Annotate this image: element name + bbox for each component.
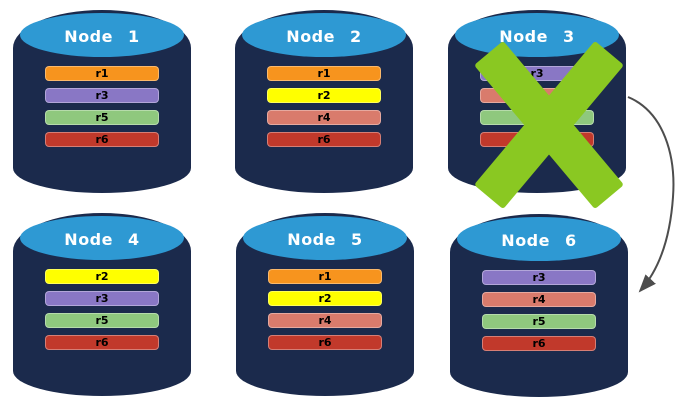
replica-label: r2 (95, 270, 109, 283)
node-title: Node 4 (64, 229, 140, 249)
replica-label: r6 (317, 133, 331, 146)
database-cylinder-top: Node 1 (20, 13, 184, 57)
replica-list: r1 r2 r4 r6 (268, 269, 382, 350)
replica-bar: r6 (268, 335, 382, 350)
replica-bar: r6 (45, 335, 159, 350)
replica-bar: r5 (45, 313, 159, 328)
replica-bar: r4 (482, 292, 596, 307)
replica-label: r1 (95, 67, 109, 80)
node-6: Node 6 r3 r4 r5 r6 (450, 214, 628, 397)
replica-bar: r3 (482, 270, 596, 285)
replica-label: r6 (318, 336, 332, 349)
replica-bar: r5 (482, 314, 596, 329)
node-title: Node 6 (501, 230, 577, 250)
replica-list: r3 r4 r5 r6 (482, 270, 596, 351)
replica-bar: r4 (267, 110, 381, 125)
replica-bar: r1 (268, 269, 382, 284)
replica-label: r2 (318, 292, 332, 305)
node-2: Node 2 r1 r2 r4 r6 (235, 10, 413, 193)
replica-label: r6 (95, 336, 109, 349)
replica-label: r3 (532, 271, 546, 284)
replica-label: r4 (317, 111, 331, 124)
node-title: Node 1 (64, 26, 140, 46)
node-title: Node 3 (499, 26, 575, 46)
replica-label: r5 (532, 315, 546, 328)
replica-bar: r2 (267, 88, 381, 103)
replica-label: r3 (95, 292, 109, 305)
replica-label: r1 (317, 67, 331, 80)
replica-list: r2 r3 r5 r6 (45, 269, 159, 350)
replica-label: r5 (95, 111, 109, 124)
node-1: Node 1 r1 r3 r5 r6 (13, 10, 191, 193)
replica-bar: r5 (45, 110, 159, 125)
node-5: Node 5 r1 r2 r4 r6 (236, 213, 414, 396)
database-cylinder-top: Node 5 (243, 216, 407, 260)
replica-label: r1 (318, 270, 332, 283)
replica-bar: r1 (45, 66, 159, 81)
replica-label: r4 (318, 314, 332, 327)
replica-bar: r2 (268, 291, 382, 306)
database-cylinder-top: Node 6 (457, 217, 621, 261)
replica-bar: r3 (45, 291, 159, 306)
replica-bar: r6 (45, 132, 159, 147)
database-cylinder-top: Node 2 (242, 13, 406, 57)
replica-label: r5 (95, 314, 109, 327)
replica-bar: r1 (267, 66, 381, 81)
replica-label: r6 (95, 133, 109, 146)
node-title: Node 5 (287, 229, 363, 249)
replica-bar: r2 (45, 269, 159, 284)
node-4: Node 4 r2 r3 r5 r6 (13, 213, 191, 396)
replica-list: r1 r2 r4 r6 (267, 66, 381, 147)
replica-bar: r4 (268, 313, 382, 328)
replica-bar: r3 (45, 88, 159, 103)
replica-list: r1 r3 r5 r6 (45, 66, 159, 147)
replica-label: r4 (532, 293, 546, 306)
database-cylinder-top: Node 4 (20, 216, 184, 260)
replica-bar: r6 (482, 336, 596, 351)
replica-label: r2 (317, 89, 331, 102)
node-title: Node 2 (286, 26, 362, 46)
node-3: Node 3 r3 r4 r5 r6 (448, 10, 626, 210)
replica-label: r6 (532, 337, 546, 350)
replica-bar: r6 (267, 132, 381, 147)
replica-label: r3 (95, 89, 109, 102)
